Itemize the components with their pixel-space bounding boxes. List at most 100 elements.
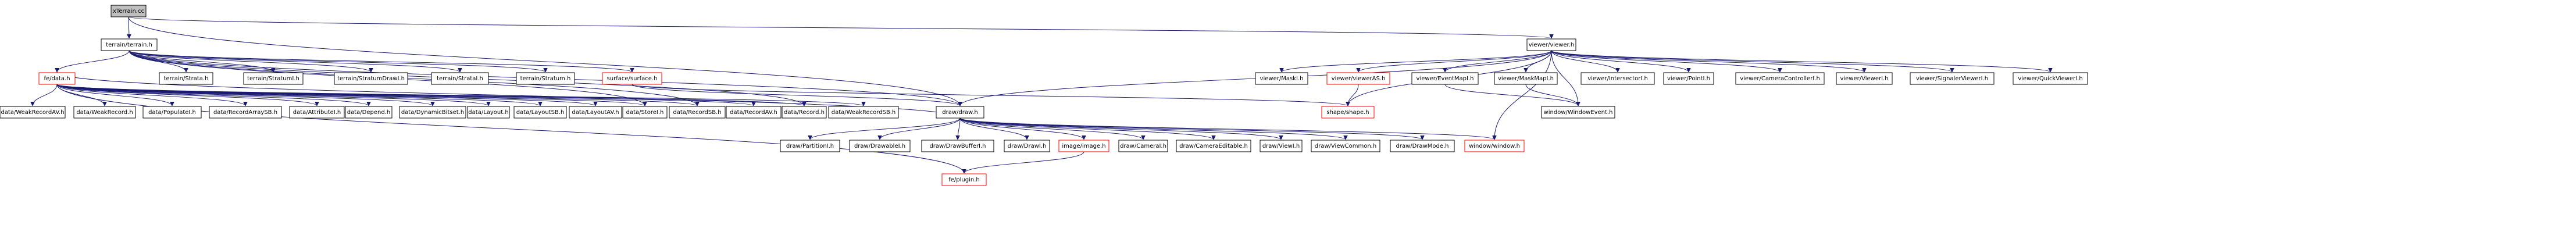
node-box-tStratumI[interactable]: [243, 72, 304, 85]
node-box-drCameraEditable[interactable]: [1176, 140, 1251, 152]
node-box-wWindowEvent[interactable]: [1541, 106, 1615, 119]
node-label-dLayoutSB[interactable]: data/LayoutSB.h: [516, 109, 565, 116]
node-box-tStratum[interactable]: [516, 72, 575, 85]
node-box-dDynamicBitset[interactable]: [399, 106, 466, 119]
node-box-drViewI[interactable]: [1260, 140, 1303, 152]
node-vMaskI[interactable]: viewer/MaskI.h: [1255, 72, 1308, 85]
node-box-drDrawBufferI[interactable]: [921, 140, 994, 152]
node-fe_data_h[interactable]: fe/data.h: [38, 72, 76, 85]
node-label-vPointI[interactable]: viewer/PointI.h: [1667, 76, 1710, 82]
node-label-vMaskMapI[interactable]: viewer/MaskMapI.h: [1498, 76, 1554, 82]
node-box-shape_h[interactable]: [1321, 106, 1375, 119]
node-drDrawI[interactable]: draw/DrawI.h: [1004, 140, 1050, 152]
node-label-dLayoutAV[interactable]: data/LayoutAV.h: [572, 109, 619, 116]
node-box-vIntersectorI[interactable]: [1580, 72, 1655, 85]
node-box-tStrata[interactable]: [159, 72, 213, 85]
node-surface_h[interactable]: surface/surface.h: [602, 72, 662, 85]
node-drPartitionI[interactable]: draw/PartitionI.h: [780, 140, 840, 152]
node-box-dDepend[interactable]: [345, 106, 393, 119]
node-label-tStrataI[interactable]: terrain/StrataI.h: [437, 76, 483, 82]
node-box-vViewerAS[interactable]: [1326, 72, 1390, 85]
node-label-dWeakRecordAV[interactable]: data/WeakRecordAV.h: [1, 109, 64, 116]
node-label-vViewerI[interactable]: viewer/ViewerI.h: [1840, 76, 1888, 82]
node-label-dDynamicBitset[interactable]: data/DynamicBitset.h: [401, 109, 464, 116]
node-box-dLayoutSB[interactable]: [513, 106, 567, 119]
node-label-tStratumDrawI[interactable]: terrain/StratumDrawI.h: [337, 76, 405, 82]
node-box-terrain_h[interactable]: [101, 38, 158, 51]
node-drDrawableI[interactable]: draw/DrawableI.h: [849, 140, 911, 152]
node-vSignalerViewerI[interactable]: viewer/SignalerViewerI.h: [1910, 72, 1995, 85]
node-dLayout[interactable]: data/Layout.h: [467, 106, 510, 119]
node-terrain_h[interactable]: terrain/terrain.h: [101, 38, 158, 51]
node-window_h[interactable]: window/window.h: [1464, 140, 1525, 152]
node-dRecordSB[interactable]: data/RecordSB.h: [669, 106, 726, 119]
node-label-dAttributeI[interactable]: data/AttributeI.h: [293, 109, 341, 116]
node-wWindowEvent[interactable]: window/WindowEvent.h: [1541, 106, 1615, 119]
node-dDepend[interactable]: data/Depend.h: [345, 106, 393, 119]
node-box-vMaskMapI[interactable]: [1494, 72, 1558, 85]
node-box-drViewCommon[interactable]: [1311, 140, 1380, 152]
node-dRecordAV[interactable]: data/RecordAV.h: [726, 106, 782, 119]
node-tStrata[interactable]: terrain/Strata.h: [159, 72, 213, 85]
node-vQuickViewerI[interactable]: viewer/QuickViewerI.h: [2013, 72, 2088, 85]
node-box-dRecordAV[interactable]: [726, 106, 782, 119]
node-vViewerAS[interactable]: viewer/viewerAS.h: [1326, 72, 1390, 85]
node-label-vCameraControllerI[interactable]: viewer/CameraControllerI.h: [1740, 76, 1820, 82]
node-vEventMapI[interactable]: viewer/EventMapI.h: [1411, 72, 1479, 85]
node-label-wWindowEvent[interactable]: window/WindowEvent.h: [1544, 109, 1613, 116]
node-dLayoutSB[interactable]: data/LayoutSB.h: [513, 106, 567, 119]
node-box-viewer_h[interactable]: [1526, 38, 1576, 51]
node-label-dLayout[interactable]: data/Layout.h: [468, 109, 508, 116]
node-label-dPopulateI[interactable]: data/PopulateI.h: [148, 109, 196, 116]
node-xTerrain[interactable]: xTerrain.cc: [110, 5, 147, 17]
node-label-drViewCommon[interactable]: draw/ViewCommon.h: [1315, 143, 1376, 149]
node-box-draw_h[interactable]: [936, 106, 984, 119]
node-label-drCameraEditable[interactable]: draw/CameraEditable.h: [1179, 143, 1248, 149]
node-label-dWeakRecordSB[interactable]: data/WeakRecordSB.h: [832, 109, 896, 116]
node-label-xTerrain[interactable]: xTerrain.cc: [113, 8, 144, 15]
node-label-dRecordAV[interactable]: data/RecordAV.h: [730, 109, 777, 116]
node-label-image_h[interactable]: image/image.h: [1062, 143, 1105, 149]
node-box-dPopulateI[interactable]: [142, 106, 202, 119]
node-box-vCameraControllerI[interactable]: [1735, 72, 1825, 85]
node-shape_h[interactable]: shape/shape.h: [1321, 106, 1375, 119]
node-drViewI[interactable]: draw/ViewI.h: [1260, 140, 1303, 152]
node-label-draw_h[interactable]: draw/draw.h: [942, 109, 978, 116]
node-box-xTerrain[interactable]: [110, 5, 147, 17]
node-dPopulateI[interactable]: data/PopulateI.h: [142, 106, 202, 119]
node-label-vViewerAS[interactable]: viewer/viewerAS.h: [1332, 76, 1386, 82]
node-drDrawMode[interactable]: draw/DrawMode.h: [1390, 140, 1455, 152]
node-box-tStrataI[interactable]: [431, 72, 489, 85]
node-viewer_h[interactable]: viewer/viewer.h: [1526, 38, 1576, 51]
node-label-drPartitionI[interactable]: draw/PartitionI.h: [786, 143, 834, 149]
node-label-vMaskI[interactable]: viewer/MaskI.h: [1260, 76, 1304, 82]
node-label-viewer_h[interactable]: viewer/viewer.h: [1529, 42, 1575, 48]
node-dStoreI[interactable]: data/StoreI.h: [622, 106, 668, 119]
node-vViewerI[interactable]: viewer/ViewerI.h: [1836, 72, 1893, 85]
node-box-drCameraI[interactable]: [1118, 140, 1168, 152]
node-label-drDrawI[interactable]: draw/DrawI.h: [1008, 143, 1047, 149]
node-drDrawBufferI[interactable]: draw/DrawBufferI.h: [921, 140, 994, 152]
node-box-drDrawI[interactable]: [1004, 140, 1050, 152]
node-label-vEventMapI[interactable]: viewer/EventMapI.h: [1417, 76, 1474, 82]
node-drCameraI[interactable]: draw/CameraI.h: [1118, 140, 1168, 152]
node-label-window_h[interactable]: window/window.h: [1469, 143, 1520, 149]
node-drViewCommon[interactable]: draw/ViewCommon.h: [1311, 140, 1380, 152]
node-label-dRecordSB[interactable]: data/RecordSB.h: [673, 109, 721, 116]
node-drCameraEditable[interactable]: draw/CameraEditable.h: [1176, 140, 1251, 152]
node-label-drViewI[interactable]: draw/ViewI.h: [1262, 143, 1300, 149]
node-dWeakRecordSB[interactable]: data/WeakRecordSB.h: [828, 106, 899, 119]
node-label-tStratum[interactable]: terrain/Stratum.h: [520, 76, 571, 82]
node-label-tStratumI[interactable]: terrain/StratumI.h: [247, 76, 299, 82]
node-dAttributeI[interactable]: data/AttributeI.h: [289, 106, 345, 119]
node-box-dRecordSB[interactable]: [669, 106, 726, 119]
node-dWeakRecordAV[interactable]: data/WeakRecordAV.h: [0, 106, 66, 119]
node-box-dStoreI[interactable]: [622, 106, 668, 119]
node-box-drDrawableI[interactable]: [849, 140, 911, 152]
node-box-dWeakRecordSB[interactable]: [828, 106, 899, 119]
node-label-fe_plugin_h[interactable]: fe/plugin.h: [948, 177, 980, 183]
node-box-vEventMapI[interactable]: [1411, 72, 1479, 85]
node-fe_plugin_h[interactable]: fe/plugin.h: [941, 173, 987, 186]
node-box-drPartitionI[interactable]: [780, 140, 840, 152]
node-label-fe_data_h[interactable]: fe/data.h: [44, 76, 70, 82]
